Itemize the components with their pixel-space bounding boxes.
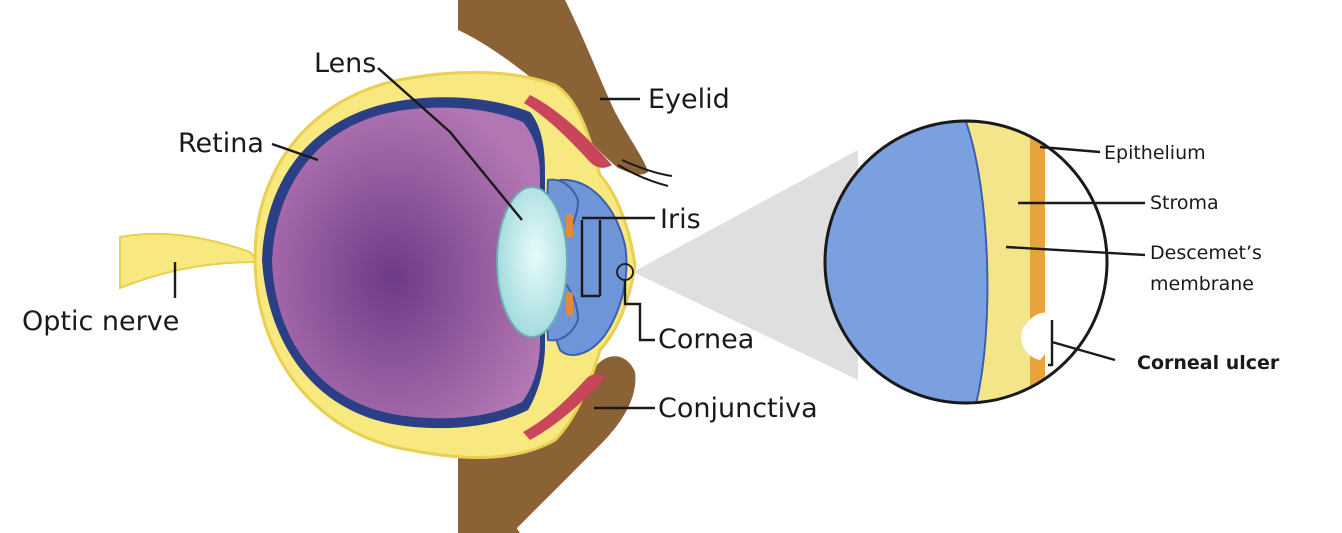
label-conjunctiva: Conjunctiva <box>658 393 818 424</box>
iris-orange-upper <box>566 214 573 238</box>
label-cornea: Cornea <box>658 324 754 355</box>
label-iris: Iris <box>660 204 701 235</box>
optic-nerve-shape <box>120 234 258 288</box>
label-descemets-line1: Descemet’s <box>1150 242 1262 264</box>
label-optic-nerve: Optic nerve <box>22 306 179 337</box>
label-lens: Lens <box>314 48 376 79</box>
label-epithelium: Epithelium <box>1104 142 1206 164</box>
inset-cornea-detail <box>820 115 1120 415</box>
label-corneal-ulcer: Corneal ulcer <box>1137 352 1280 374</box>
label-stroma: Stroma <box>1150 192 1219 214</box>
inset-epithelium <box>1030 120 1045 410</box>
iris-orange-lower <box>566 292 573 316</box>
label-descemets-line2: membrane <box>1150 273 1254 295</box>
label-eyelid: Eyelid <box>648 84 730 115</box>
lens-shape <box>497 187 567 337</box>
label-retina: Retina <box>178 128 264 159</box>
